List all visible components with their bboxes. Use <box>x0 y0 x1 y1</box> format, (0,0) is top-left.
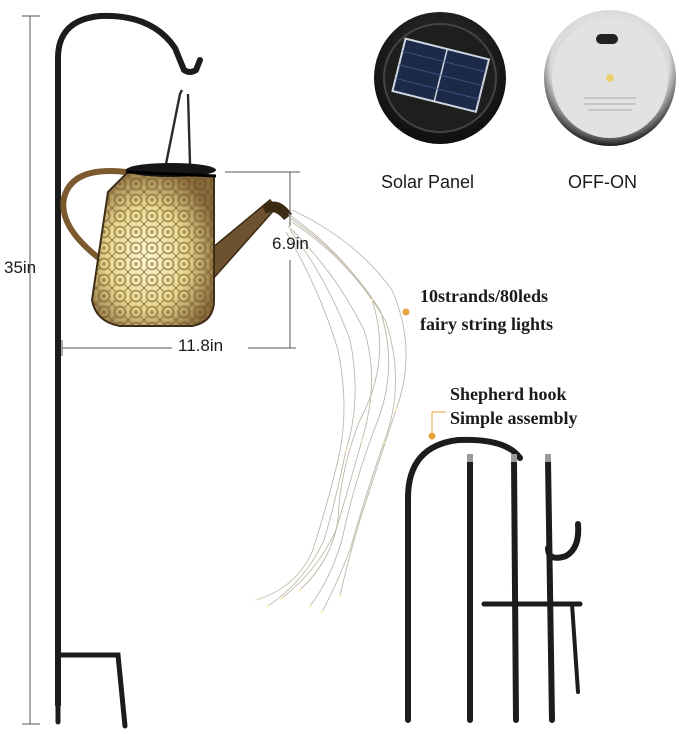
fairy-string-lights <box>255 209 407 613</box>
solar-panel-label: Solar Panel <box>381 172 475 192</box>
depth-label: 6.9in <box>272 234 309 253</box>
can-hanger <box>164 89 192 165</box>
depth-dimension-line <box>225 171 300 348</box>
fairy-light-leds <box>254 298 398 614</box>
height-label: 35in <box>4 258 37 277</box>
hook-spec-line2: Simple assembly <box>450 408 578 428</box>
shepherd-hook <box>55 12 203 729</box>
switch-label: OFF-ON <box>568 172 637 192</box>
lights-spec-line2: fairy string lights <box>420 314 553 334</box>
height-dimension-line <box>22 15 40 725</box>
hook-spec-line1: Shepherd hook <box>450 384 567 404</box>
lights-callout <box>402 308 410 316</box>
width-label: 11.8in <box>178 336 224 355</box>
hook-callout <box>428 411 446 440</box>
lights-spec-line1: 10strands/80leds <box>420 286 549 306</box>
hook-part-tips <box>467 454 551 462</box>
width-dimension-line <box>61 340 296 356</box>
solar-panel-image <box>374 12 506 144</box>
hook-parts <box>405 436 583 723</box>
watering-can <box>60 163 292 327</box>
switch-side-image <box>544 10 676 146</box>
